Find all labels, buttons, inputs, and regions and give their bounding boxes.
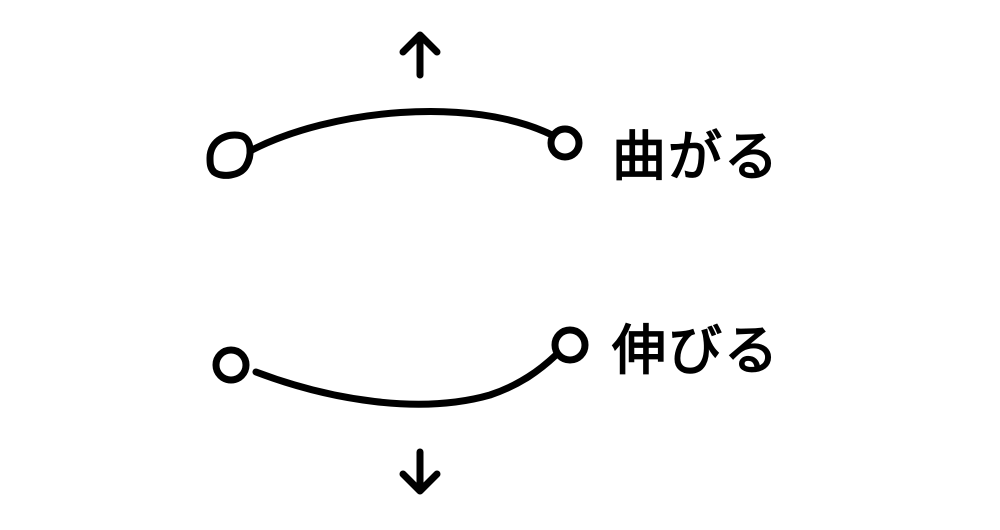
up-arrow-icon [399, 31, 441, 79]
bend-arc [248, 108, 556, 154]
stretch-label: 伸びる [612, 319, 780, 382]
bend-label: 曲がる [612, 125, 780, 188]
left-joint-bottom [212, 346, 250, 384]
down-arrow-icon [399, 448, 441, 495]
right-joint-bottom [551, 326, 589, 364]
stretched-curve [212, 326, 589, 408]
left-joint-top [206, 131, 254, 179]
stretch-arc [252, 351, 560, 408]
right-joint-top [547, 125, 583, 161]
bent-curve [206, 108, 583, 179]
